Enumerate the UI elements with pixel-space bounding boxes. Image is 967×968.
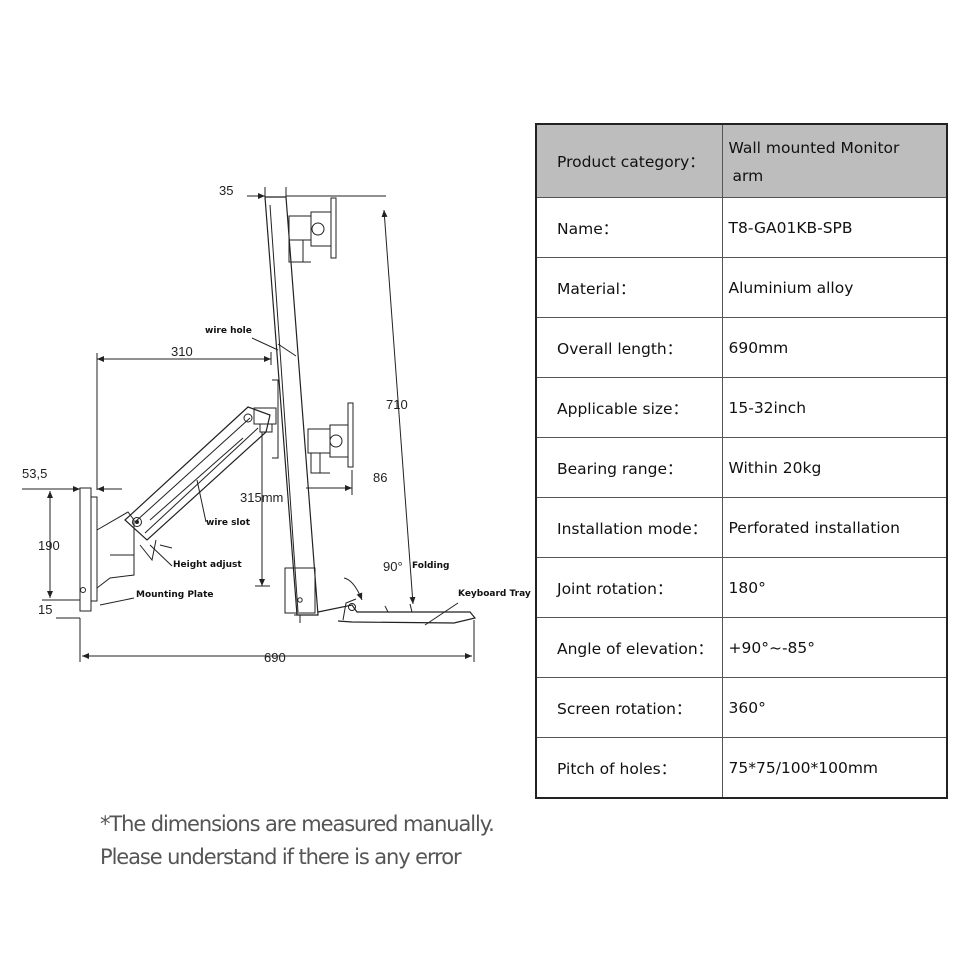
spec-key: Name： (535, 197, 723, 258)
spec-row-applicable-size: Applicable size： 15-32inch (535, 377, 948, 438)
monitor-pole (264, 196, 319, 623)
dimension-35: 35 (219, 183, 234, 198)
callout-folding: Folding (412, 561, 450, 571)
spec-key: Screen rotation： (535, 677, 723, 738)
callout-wire-hole: wire hole (205, 326, 252, 336)
spec-row-overall-length: Overall length： 690mm (535, 317, 948, 378)
spec-value: Aluminium alloy (721, 257, 948, 318)
spec-row-installation-mode: Installation mode： Perforated installati… (535, 497, 948, 558)
spec-table-header: Product category： Wall mounted Monitor a… (535, 123, 948, 198)
spec-key-product-category: Product category： (535, 123, 723, 198)
footnote-line-2: Please understand if there is any error (100, 845, 462, 869)
spec-key: Bearing range： (535, 437, 723, 498)
upper-vesa-bracket (288, 197, 337, 263)
dimension-190: 190 (38, 538, 60, 553)
spec-key: Joint rotation： (535, 557, 723, 618)
spec-row-material: Material： Aluminium alloy (535, 257, 948, 318)
spec-key: Material： (535, 257, 723, 318)
dimension-690: 690 (264, 650, 286, 665)
dimension-86: 86 (373, 470, 388, 485)
spec-value: T8-GA01KB-SPB (721, 197, 948, 258)
spec-row-name: Name： T8-GA01KB-SPB (535, 197, 948, 258)
spec-value-line1: Wall mounted Monitor (728, 139, 900, 157)
mounting-plate (79, 487, 135, 612)
lower-vesa-bracket (307, 402, 354, 474)
dimension-315mm: 315mm (240, 490, 284, 505)
dimension-310: 310 (171, 344, 193, 359)
spec-row-angle-of-elevation: Angle of elevation： +90°~-85° (535, 617, 948, 678)
dimension-15: 15 (38, 602, 53, 617)
spec-row-pitch-of-holes: Pitch of holes： 75*75/100*100mm (535, 737, 948, 799)
callout-mounting-plate: Mounting Plate (136, 590, 214, 600)
footnote: *The dimensions are measured manually. P… (100, 808, 495, 874)
dimension-lines (22, 187, 475, 662)
spec-value: Within 20kg (721, 437, 948, 498)
spec-row-bearing-range: Bearing range： Within 20kg (535, 437, 948, 498)
spec-value: 690mm (721, 317, 948, 378)
keyboard-tray (317, 598, 477, 624)
spec-value: 360° (721, 677, 948, 738)
callout-keyboard-tray: Keyboard Tray (458, 589, 531, 599)
callout-height-adjust: Height adjust (173, 560, 242, 570)
spec-row-screen-rotation: Screen rotation： 360° (535, 677, 948, 738)
spec-value: +90°~-85° (721, 617, 948, 678)
spec-key: Angle of elevation： (535, 617, 723, 678)
spec-value: 180° (721, 557, 948, 618)
spec-value-product-category: Wall mounted Monitor arm (721, 123, 948, 198)
spec-table: Product category： Wall mounted Monitor a… (535, 123, 948, 799)
footnote-line-1: *The dimensions are measured manually. (100, 812, 495, 836)
spec-key: Pitch of holes： (535, 737, 723, 799)
callout-wire-slot: wire slot (206, 518, 251, 528)
spec-key: Overall length： (535, 317, 723, 378)
gas-spring-arm (124, 406, 277, 562)
spec-value: 75*75/100*100mm (721, 737, 948, 799)
spec-value: 15-32inch (721, 377, 948, 438)
spec-row-joint-rotation: Joint rotation： 180° (535, 557, 948, 618)
spec-key: Applicable size： (535, 377, 723, 438)
dimension-710: 710 (386, 397, 408, 412)
spec-key: Installation mode： (535, 497, 723, 558)
dimension-90-degrees: 90° (383, 559, 403, 574)
dimension-53-5: 53,5 (22, 466, 48, 481)
spec-value: Perforated installation (721, 497, 948, 558)
spec-value-line2: arm (732, 167, 764, 185)
